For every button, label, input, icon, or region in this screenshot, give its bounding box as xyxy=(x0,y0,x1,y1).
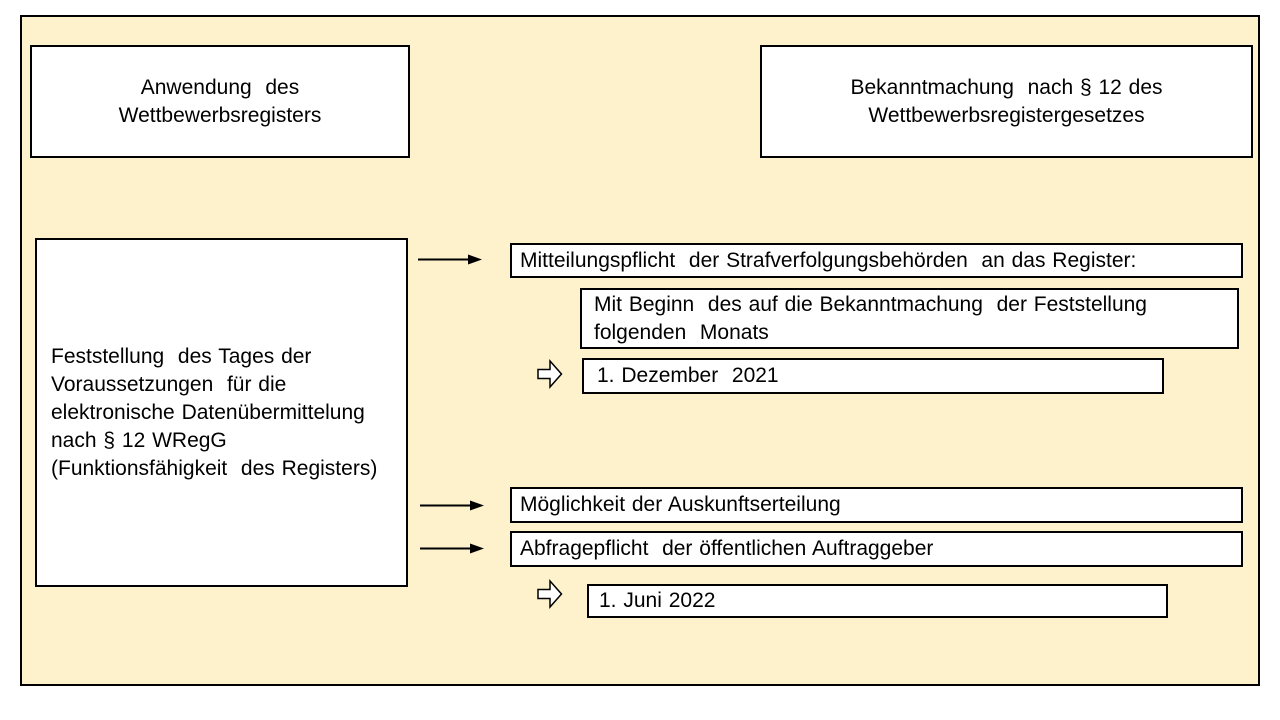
box-datum-juni-2022-text: 1. Juni 2022 xyxy=(599,589,716,612)
box-datum-dezember-2021: 1. Dezember 2021 xyxy=(582,358,1164,394)
box-anwendung-wettbewerbsregister: Anwendung des Wettbewerbsregisters xyxy=(30,45,410,158)
block-arrow-right-icon xyxy=(537,579,563,609)
arrow-right-icon xyxy=(418,254,482,265)
box-bekanntmachung-text: Bekanntmachung nach § 12 des Wettbewerbs… xyxy=(850,75,1163,127)
arrow-right-icon xyxy=(420,543,484,554)
box-moeglichkeit-auskunftserteilung: Möglichkeit der Auskunftserteilung xyxy=(510,487,1243,523)
box-mitteilungspflicht: Mitteilungspflicht der Strafverfolgungsb… xyxy=(510,243,1243,278)
box-bekanntmachung: Bekanntmachung nach § 12 des Wettbewerbs… xyxy=(760,45,1253,158)
box-abfragepflicht: Abfragepflicht der öffentlichen Auftragg… xyxy=(510,531,1243,567)
block-arrow-right-icon xyxy=(537,359,563,389)
box-anwendung-text: Anwendung des Wettbewerbsregisters xyxy=(118,75,322,127)
box-mitteilungspflicht-text: Mitteilungspflicht der Strafverfolgungsb… xyxy=(520,248,1137,272)
box-datum-juni-2022: 1. Juni 2022 xyxy=(587,584,1168,618)
box-mit-beginn: Mit Beginn des auf die Bekanntmachung de… xyxy=(580,288,1239,349)
box-feststellung-text: Feststellung des Tages der Voraussetzung… xyxy=(51,344,378,480)
box-moeglichkeit-text: Möglichkeit der Auskunftserteilung xyxy=(520,493,841,516)
box-abfragepflicht-text: Abfragepflicht der öffentlichen Auftragg… xyxy=(520,537,934,560)
arrow-right-icon xyxy=(420,500,484,511)
box-feststellung: Feststellung des Tages der Voraussetzung… xyxy=(35,238,408,587)
box-mit-beginn-text: Mit Beginn des auf die Bekanntmachung de… xyxy=(594,292,1147,344)
box-datum-dezember-2021-text: 1. Dezember 2021 xyxy=(597,364,779,387)
